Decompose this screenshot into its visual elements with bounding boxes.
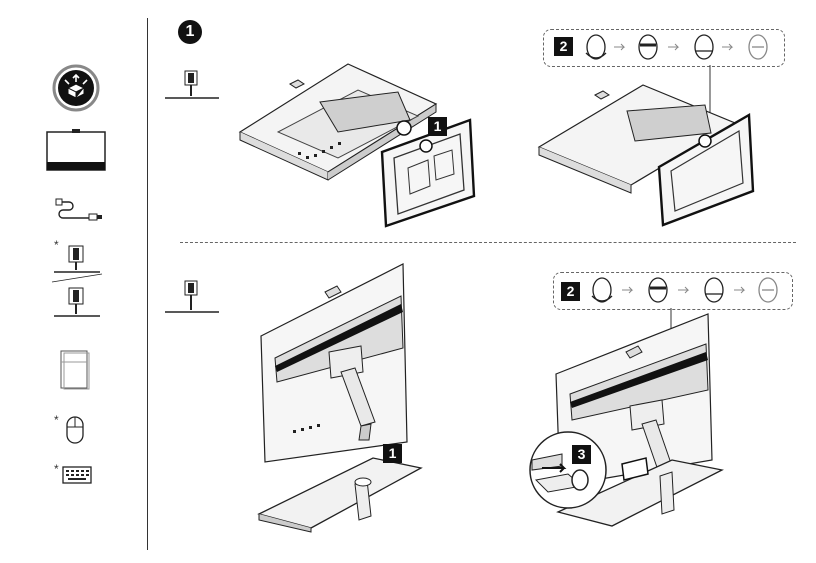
monitor-arm-stand-illustration <box>257 263 423 533</box>
callout-badge-2-bottom: 2 <box>561 282 580 301</box>
step-number: 1 <box>178 20 202 44</box>
optional-asterisk: * <box>54 462 59 476</box>
step-badge-1-top: 1 <box>428 117 447 136</box>
stand-full-function-icon <box>51 245 103 317</box>
power-cord-icon <box>55 198 102 221</box>
step-badge-1-bottom: 1 <box>383 444 402 463</box>
knob-rotation-sequence-icon <box>591 277 778 303</box>
documents-icon <box>60 350 90 390</box>
knob-rotation-callout-top <box>543 29 785 67</box>
monitor-icon <box>46 129 106 171</box>
stand-attached-illustration <box>537 84 755 227</box>
stand-type-icon-bottom <box>165 280 219 313</box>
step-badge-3-bottom: 3 <box>572 445 591 464</box>
monitor-facedown-illustration <box>238 63 476 228</box>
unbox-icon <box>52 64 100 112</box>
optional-asterisk: * <box>54 413 59 427</box>
knob-rotation-sequence-icon <box>585 34 768 60</box>
stand-removal-illustration <box>529 313 724 527</box>
callout-badge-2-top: 2 <box>554 37 573 56</box>
stand-type-icon-top <box>165 70 219 99</box>
optional-asterisk: * <box>54 238 59 252</box>
divider-vertical <box>147 18 148 550</box>
keyboard-icon <box>62 466 92 484</box>
mouse-icon <box>66 416 84 444</box>
divider-dashed <box>180 242 796 243</box>
